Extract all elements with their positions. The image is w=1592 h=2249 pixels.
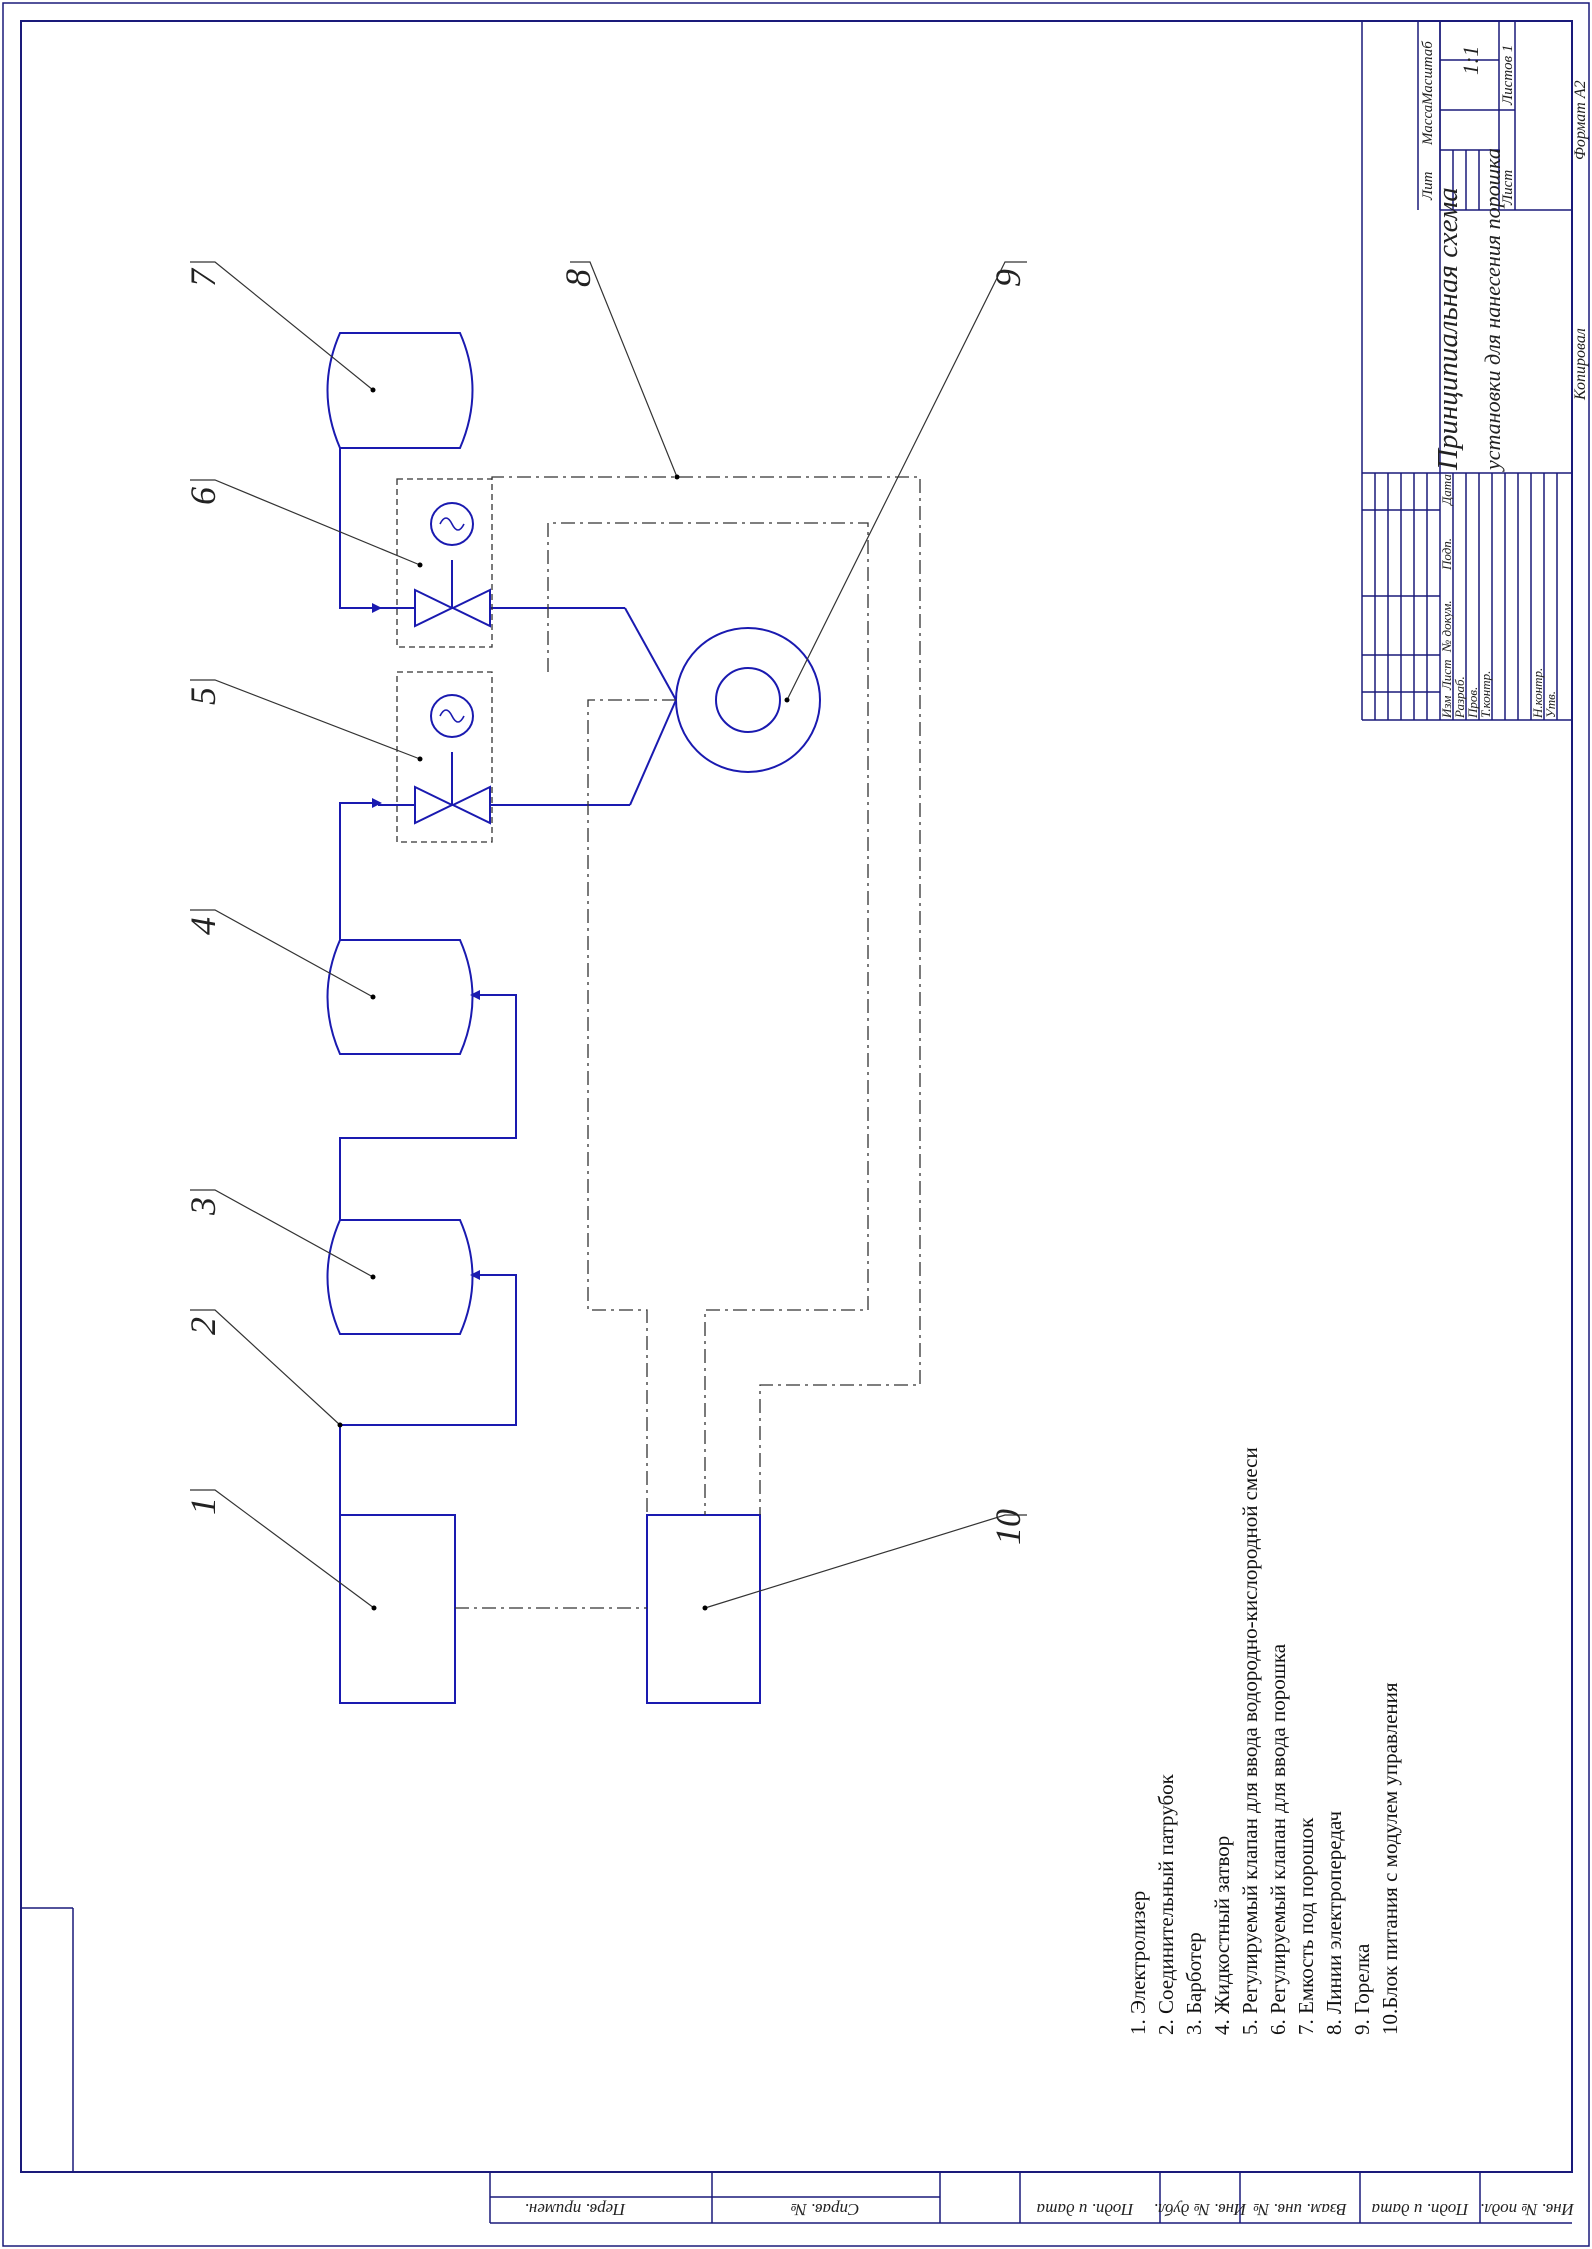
power-lines bbox=[455, 476, 921, 1609]
valve-powder bbox=[378, 502, 625, 628]
callout-numbers: 1 2 3 4 5 6 7 8 9 10 bbox=[183, 267, 1028, 1545]
callout-10: 10 bbox=[988, 1509, 1028, 1545]
callout-4: 4 bbox=[183, 917, 223, 935]
callout-1: 1 bbox=[183, 1497, 223, 1515]
footer-copied: Копировал bbox=[1572, 328, 1589, 401]
electrolyzer bbox=[339, 1514, 456, 1704]
liquid-seal bbox=[326, 939, 474, 1055]
legend-item-4: 4. Жидкостный затвор bbox=[1210, 1836, 1234, 2035]
power-supply bbox=[646, 1514, 761, 1704]
tb-sheet: Лист bbox=[1500, 170, 1516, 206]
legend-item-2: 2. Соединительный патрубок bbox=[1154, 1773, 1178, 2035]
tb-tkontr: Т.контр. bbox=[1478, 671, 1493, 718]
schematic bbox=[326, 332, 821, 1704]
tb-lit: Лит bbox=[1420, 171, 1436, 201]
callout-6: 6 bbox=[183, 487, 223, 505]
burner-inner bbox=[715, 667, 781, 733]
callout-9: 9 bbox=[988, 269, 1028, 287]
legend-item-1: 1. Электролизер bbox=[1126, 1891, 1150, 2035]
tb-sign: Подп. bbox=[1439, 538, 1454, 571]
side-perv-primen: Перв. примен. bbox=[525, 2200, 627, 2219]
tb-sheets: Листов 1 bbox=[1500, 45, 1516, 106]
side-vzam-inv: Взам. инв. № bbox=[1253, 2200, 1347, 2219]
connecting-pipe bbox=[339, 1274, 517, 1515]
callout-3: 3 bbox=[183, 1197, 223, 1216]
side-podp-data-2: Подп. и дата bbox=[1037, 2200, 1135, 2219]
tb-nkontr: Н.контр. bbox=[1530, 668, 1545, 719]
callout-7: 7 bbox=[183, 267, 223, 287]
legend-item-8: 8. Линии электропередач bbox=[1322, 1810, 1346, 2035]
side-sprav: Справ. № bbox=[791, 2200, 860, 2219]
legend-item-3: 3. Барботер bbox=[1182, 1932, 1206, 2035]
side-podp-data-1: Подп. и дата bbox=[1372, 2200, 1470, 2219]
burner-outer bbox=[675, 627, 821, 773]
pipe-4-5 bbox=[339, 802, 378, 940]
leader-lines bbox=[190, 261, 1027, 1609]
callout-5: 5 bbox=[183, 687, 223, 705]
bubbler bbox=[326, 1219, 474, 1335]
tb-list: Лист bbox=[1439, 660, 1454, 691]
tb-scale-label: Масштаб bbox=[1420, 41, 1436, 106]
tb-razrab: Разраб. bbox=[1452, 676, 1467, 719]
tb-izm: Изм bbox=[1439, 696, 1454, 719]
side-inv-podl: Инв. № подл. bbox=[1480, 2200, 1575, 2219]
callout-8: 8 bbox=[558, 269, 598, 287]
left-corner-box bbox=[21, 1907, 74, 2172]
leader-dots bbox=[337, 387, 790, 1611]
tb-mass: Масса bbox=[1420, 105, 1436, 146]
callout-2: 2 bbox=[183, 1317, 223, 1335]
powder-container bbox=[326, 332, 474, 449]
footer-format: Формат А2 bbox=[1572, 80, 1589, 160]
legend: 1. Электролизер 2. Соединительный патруб… bbox=[1126, 1447, 1402, 2035]
legend-item-10: 10.Блок питания с модулем управления bbox=[1378, 1682, 1402, 2035]
side-strip bbox=[489, 2172, 1572, 2224]
tb-doc-no: № докум. bbox=[1439, 600, 1454, 653]
legend-item-5: 5. Регулируемый клапан для ввода водород… bbox=[1238, 1447, 1262, 2035]
legend-item-9: 9. Горелка bbox=[1350, 1943, 1374, 2035]
tb-date: Дата bbox=[1439, 474, 1454, 507]
tb-prov: Пров. bbox=[1465, 687, 1480, 719]
tb-utv: Утв. bbox=[1543, 691, 1558, 718]
legend-item-7: 7. Емкость под порошок bbox=[1294, 1817, 1318, 2035]
side-strip-labels: Перв. примен. Справ. № Подп. и дата Инв.… bbox=[525, 2200, 1575, 2219]
title-block bbox=[1361, 21, 1572, 721]
pipe-arrow-3 bbox=[470, 1270, 480, 1280]
pipe-7-6 bbox=[339, 448, 378, 609]
side-inv-dubl: Инв. № дубл. bbox=[1154, 2200, 1248, 2219]
burner-feed-2 bbox=[624, 607, 677, 701]
pipe-arrow-5 bbox=[372, 798, 382, 808]
title-sub: установки для нанесения порошка bbox=[1480, 148, 1505, 472]
pipe-arrow-4 bbox=[470, 990, 480, 1000]
title-block-labels: Принципиальная схема установки для нанес… bbox=[1420, 41, 1589, 719]
title-main: Принципиальная схема bbox=[1432, 187, 1464, 471]
valve-housings bbox=[396, 478, 493, 843]
pipe-3-4 bbox=[339, 994, 517, 1220]
valve-mixture bbox=[378, 694, 630, 825]
legend-item-6: 6. Регулируемый клапан для ввода порошка bbox=[1266, 1643, 1290, 2035]
burner-feed-1 bbox=[629, 699, 677, 806]
tb-scale: 1:1 bbox=[1458, 46, 1483, 75]
